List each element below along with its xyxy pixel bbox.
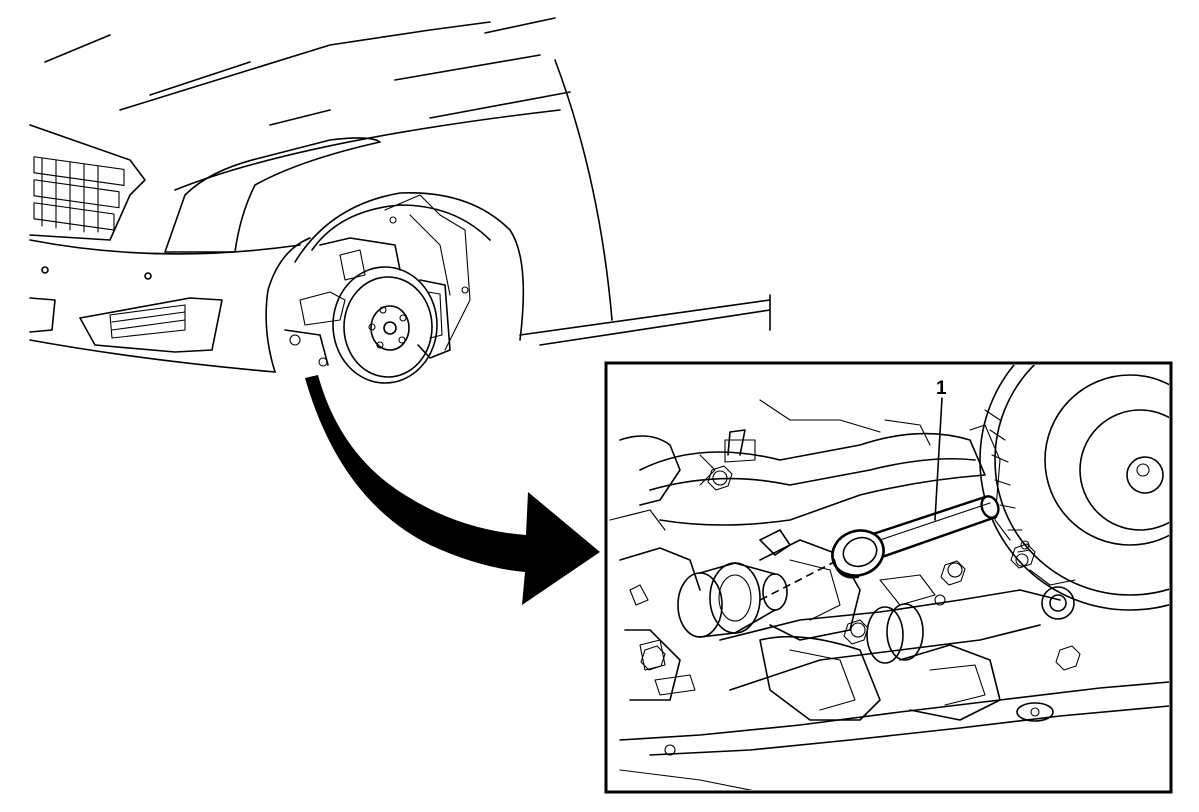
lower-control-arm (719, 540, 1076, 691)
vehicle-front-view (29, 17, 771, 384)
bushing-sleeve (677, 562, 788, 638)
zoom-arrow (305, 375, 600, 605)
detail-inset: 1 (604, 361, 1173, 794)
bushing-installer-tool (831, 495, 1000, 579)
callout-1: 1 (934, 378, 947, 521)
inset-frame (604, 361, 1173, 794)
brake-rotor (332, 266, 438, 384)
callout-1-label: 1 (936, 378, 947, 399)
inset-rotor (969, 365, 1169, 611)
inset-artwork (609, 365, 1169, 790)
front-grille (29, 124, 146, 241)
upper-control-arm (639, 429, 986, 526)
stabilizer-bar (619, 681, 1169, 790)
